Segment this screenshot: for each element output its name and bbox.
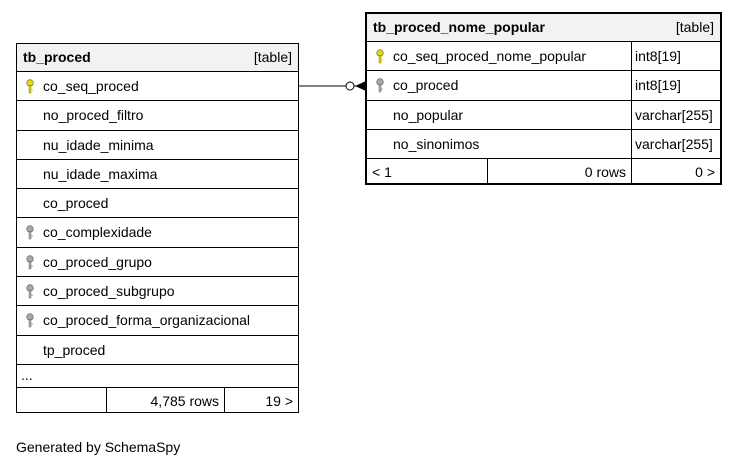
- column-row[interactable]: tp_proced: [17, 336, 298, 365]
- table-tb-proced[interactable]: tb_proced [table] co_seq_proced no_proced…: [16, 43, 299, 413]
- table-header[interactable]: tb_proced_nome_popular [table]: [367, 14, 720, 42]
- column-name: co_proced_grupo: [43, 253, 152, 270]
- row-count: 4,785 rows: [107, 387, 225, 412]
- foreign-key-icon: [376, 78, 384, 93]
- foreign-key-icon: [26, 284, 34, 299]
- column-name: nu_idade_minima: [43, 136, 154, 153]
- column-name: no_proced_filtro: [43, 107, 144, 124]
- column-type: varchar[255]: [631, 129, 720, 159]
- column-name: co_complexidade: [43, 224, 152, 241]
- foreign-key-icon: [26, 255, 34, 269]
- children-link[interactable]: 19 >: [265, 392, 293, 409]
- column-name: co_proced_subgrupo: [43, 283, 175, 300]
- column-row[interactable]: nu_idade_maxima: [17, 160, 298, 190]
- column-row[interactable]: co_seq_proced_nome_popular int8[19]: [367, 42, 720, 72]
- foreign-key-icon: [26, 225, 34, 240]
- column-name: no_sinonimos: [393, 135, 480, 152]
- column-row[interactable]: co_complexidade: [17, 218, 298, 248]
- primary-key-icon: [376, 49, 384, 64]
- table-name[interactable]: tb_proced: [23, 49, 91, 65]
- more-columns: ...: [21, 366, 33, 383]
- column-row[interactable]: co_proced_grupo: [17, 248, 298, 278]
- column-name: co_proced: [43, 195, 109, 212]
- column-name: co_seq_proced_nome_popular: [393, 48, 587, 64]
- column-row[interactable]: co_proced int8[19]: [367, 71, 720, 101]
- column-row[interactable]: co_proced_subgrupo: [17, 277, 298, 307]
- table-kind: [table]: [253, 49, 292, 65]
- relationship-zero-marker: [345, 81, 355, 91]
- column-name: co_seq_proced: [43, 78, 139, 94]
- column-type: int8[19]: [631, 42, 720, 71]
- column-row[interactable]: no_proced_filtro: [17, 101, 298, 131]
- children-link[interactable]: 0 >: [695, 164, 715, 181]
- column-name: co_proced: [393, 77, 459, 94]
- table-kind: [table]: [675, 19, 714, 35]
- column-row[interactable]: co_proced_forma_organizacional: [17, 306, 298, 336]
- row-count: 0 rows: [488, 159, 632, 184]
- table-tb-proced-nome-popular[interactable]: tb_proced_nome_popular [table] co_seq_pr…: [365, 12, 722, 186]
- more-columns-row: ...: [17, 365, 298, 388]
- column-row[interactable]: nu_idade_minima: [17, 131, 298, 160]
- column-name: co_proced_forma_organizacional: [43, 312, 251, 329]
- column-type: varchar[255]: [631, 100, 720, 129]
- table-name[interactable]: tb_proced_nome_popular: [373, 19, 545, 35]
- column-name: tp_proced: [43, 341, 106, 358]
- column-name: nu_idade_maxima: [43, 165, 158, 182]
- column-row[interactable]: co_proced: [17, 189, 298, 219]
- table-header[interactable]: tb_proced [table]: [17, 44, 298, 72]
- column-type: int8[19]: [631, 71, 720, 100]
- parents-link[interactable]: < 1: [367, 159, 488, 184]
- table-footer: 4,785 rows 19 >: [17, 387, 298, 412]
- generated-by-label: Generated by SchemaSpy: [16, 439, 181, 455]
- foreign-key-icon: [26, 313, 34, 328]
- column-name: no_popular: [393, 106, 464, 123]
- table-footer: < 1 0 rows 0 >: [367, 159, 720, 184]
- column-row[interactable]: no_popular varchar[255]: [367, 100, 720, 130]
- primary-key-icon: [26, 79, 34, 94]
- column-row[interactable]: no_sinonimos varchar[255]: [367, 129, 720, 160]
- column-row[interactable]: co_seq_proced: [17, 72, 298, 102]
- relationship-crowfoot-marker: [355, 81, 366, 91]
